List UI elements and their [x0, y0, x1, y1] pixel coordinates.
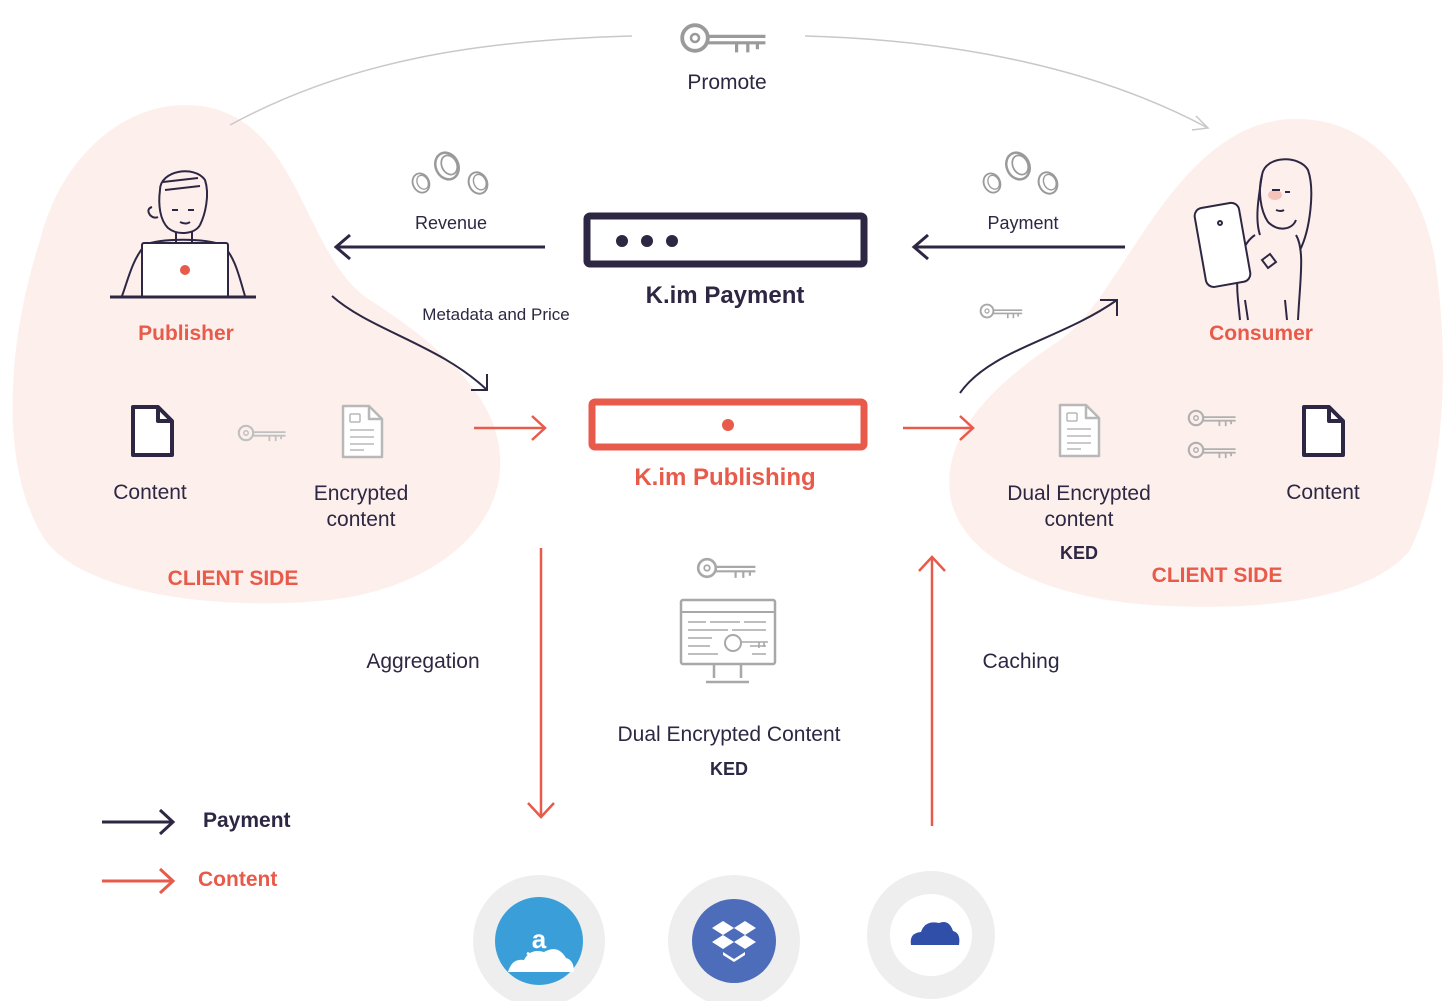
legend-content-arrow	[102, 867, 176, 895]
publishing-to-consumer-arrow	[903, 415, 975, 441]
publisher-to-publishing-arrow	[474, 415, 547, 441]
consumer-ked-label: KED	[1059, 543, 1099, 563]
kim-publishing-label: K.im Publishing	[634, 464, 816, 491]
publisher-client-side-label: CLIENT SIDE	[167, 567, 299, 590]
revenue-coins-icon	[408, 147, 492, 198]
content-document-icon	[131, 405, 174, 457]
dual-encrypted-line2: content	[1044, 508, 1114, 531]
caching-label: Caching	[982, 650, 1060, 673]
legend-payment-label: Payment	[203, 809, 291, 832]
promote-arrow	[229, 35, 633, 126]
legend-payment-arrow	[102, 808, 176, 836]
dual-encrypted-line1: Dual Encrypted	[1007, 482, 1151, 505]
consumer-client-side-blob	[949, 118, 1443, 607]
publisher-title: Publisher	[138, 322, 234, 345]
encrypted-monitor-icon	[679, 598, 777, 684]
encrypted-content-line2: content	[326, 508, 396, 531]
kim-payment-box	[583, 212, 868, 268]
caching-arrow	[918, 555, 946, 826]
payment-arrow	[911, 233, 1125, 261]
svg-text:a: a	[532, 924, 547, 954]
metadata-price-label: Metadata and Price	[422, 305, 570, 324]
publisher-illustration	[110, 170, 256, 299]
promote-key-icon	[680, 23, 768, 55]
metadata-arrow	[331, 295, 488, 391]
promote-label: Promote	[687, 71, 767, 94]
amazon-cloud-icon[interactable]: a	[473, 875, 605, 1001]
kim-publishing-box	[588, 398, 868, 451]
consumer-payment-arrow	[959, 299, 1118, 394]
small-key-icon	[979, 303, 1024, 320]
encrypted-content-label: Encrypted content	[314, 481, 409, 533]
consumer-title: Consumer	[1209, 322, 1313, 345]
payment-coins-icon	[979, 147, 1062, 198]
consumer-content-label: Content	[1286, 481, 1360, 504]
center-key-icon	[696, 557, 757, 580]
consumer-illustration	[1193, 158, 1313, 321]
publisher-content-label: Content	[113, 481, 187, 504]
kim-payment-label: K.im Payment	[645, 282, 805, 309]
revenue-label: Revenue	[414, 213, 488, 233]
consumer-client-side-label: CLIENT SIDE	[1151, 564, 1283, 587]
dropbox-icon[interactable]	[668, 875, 800, 1001]
encrypted-document-icon	[341, 404, 384, 459]
publisher-client-side-blob	[12, 105, 501, 604]
legend-content-label: Content	[198, 868, 278, 891]
dual-encrypted-document-icon	[1058, 403, 1101, 458]
revenue-arrow	[333, 233, 545, 261]
dual-encrypted-content-center-label: Dual Encrypted Content	[617, 723, 841, 746]
aggregation-label: Aggregation	[366, 650, 480, 673]
aggregation-arrow	[527, 548, 555, 819]
consumer-content-document-icon	[1302, 405, 1345, 457]
payment-label: Payment	[987, 213, 1059, 233]
encrypted-content-line1: Encrypted	[313, 482, 409, 505]
center-ked-label: KED	[709, 759, 749, 779]
dual-encrypted-content-label: Dual Encrypted content	[1007, 481, 1151, 533]
onedrive-icon[interactable]	[867, 871, 995, 999]
